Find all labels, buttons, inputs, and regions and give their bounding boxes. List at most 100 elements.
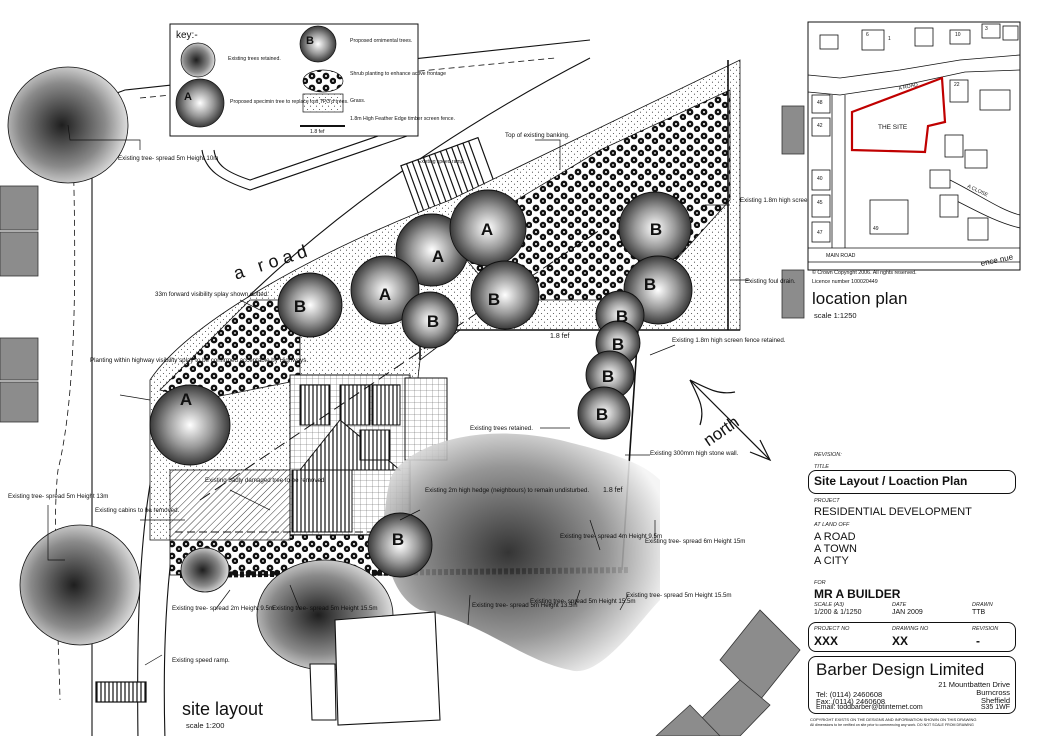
site-layout-scale: scale 1:200 (186, 721, 224, 730)
company-name: Barber Design Limited (816, 660, 985, 679)
house-number: 48 (817, 100, 823, 106)
note: Top of existing banking. (505, 132, 570, 139)
tree-letter: B (602, 367, 614, 386)
key-title: key:- (176, 30, 198, 41)
project-no-value: XXX (814, 634, 839, 648)
copyright-line: COPYRIGHT EXISTS ON THE DESIGNS AND INFO… (810, 717, 977, 722)
house-number: 1 (888, 36, 891, 42)
project-label: PROJECT (814, 498, 840, 504)
fef-label: 1.8 fef (603, 487, 623, 494)
visibility-splay (199, 229, 601, 501)
scale-value: 1/200 & 1/1250 (814, 609, 862, 616)
key-symbols (175, 25, 345, 128)
address-line: A CITY (814, 555, 849, 567)
neighbour-buildings-se (655, 609, 801, 736)
street-name: MAIN ROAD (826, 253, 856, 259)
house-number: 3 (985, 26, 988, 32)
key-item-text: Proposed ornimental trees. (350, 38, 412, 44)
street-name: A ROAD (898, 82, 919, 92)
location-licence: Licence number 100020449 (812, 279, 878, 285)
company-tel: Tel: (0114) 2460608 (816, 690, 883, 699)
key-letters: A B (184, 35, 314, 103)
tree-letter: B (616, 307, 628, 326)
company-town: Burncross (976, 688, 1010, 697)
note: Existing foul drain. (745, 278, 796, 285)
note: Existing 1.8m high screen fence retained… (672, 337, 786, 344)
for-label: FOR (814, 580, 826, 586)
location-plan-scale: scale 1:1250 (814, 311, 857, 320)
note: Existing tree- spread 6m Height 15m (645, 538, 745, 545)
note: 33m forward visibility splay shown dotte… (155, 291, 269, 298)
note: Existing cabins to be removed. (95, 507, 180, 514)
drawing-no-label: DRAWING NO (892, 626, 929, 632)
address-line: A ROAD (814, 531, 856, 543)
tree-letter: B (392, 530, 404, 549)
project-name: RESIDENTIAL DEVELOPMENT (814, 506, 972, 518)
title-label: TITLE (814, 464, 829, 470)
house-number: 22 (954, 82, 960, 88)
key-item-text: 1.8m High Feather Edge timber screen fen… (350, 116, 455, 122)
revision-label: REVISION: (814, 452, 842, 458)
key-letter: A (184, 91, 192, 103)
tree-letter: B (596, 405, 608, 424)
company-city: Sheffield (980, 696, 1010, 705)
note: Existing tree- spread 5m Height 15.5m (626, 592, 732, 599)
tree-letter: B (488, 290, 500, 309)
note: Existing tree- spread 4m Height 9.5m (560, 533, 662, 540)
key-item-text: Shrub planting to enhance active frontag… (350, 71, 446, 77)
key-item-text: Grass. (350, 98, 365, 104)
company-postcode: S35 1WF (980, 704, 1010, 711)
tree-letter: B (644, 275, 656, 294)
copyright-line: All dimensions to be verified on site pr… (810, 723, 974, 727)
client-name: MR A BUILDER (814, 587, 901, 601)
tree-letter: A (432, 247, 444, 266)
note: Existing tree- spread 5m Height 15.5m (272, 605, 378, 612)
address-line: A TOWN (814, 543, 857, 555)
house-number: 6 (866, 32, 869, 38)
drawing-title: Site Layout / Loaction Plan (814, 474, 968, 488)
title-panel (808, 470, 1016, 494)
key-text: Existing trees retained. Proposed specim… (228, 38, 455, 135)
drawn-value: TTB (972, 609, 986, 616)
tree-letter: B (650, 220, 662, 239)
proposed-trees (149, 189, 693, 578)
neighbour-hedge-area (384, 433, 660, 672)
note: Existing tree- spread 5m Height 10m (118, 155, 218, 162)
house-number: 45 (817, 200, 823, 206)
scale-label: SCALE (A3) (814, 602, 844, 608)
annotation-notes: Existing tree- spread 5m Height 10m Exis… (8, 132, 854, 664)
numbers-panel (808, 622, 1016, 652)
tree-letter: A (180, 390, 192, 409)
north-arrow (689, 379, 772, 462)
house-number: 47 (817, 230, 823, 236)
site-layout-title: site layout (182, 699, 263, 719)
house-number: 40 (817, 176, 823, 182)
note: Existing speed ramp. (172, 657, 230, 664)
note: Existing tree- spread 5m Height 13.5m (472, 602, 578, 609)
neighbour-buildings (0, 105, 805, 423)
note: Planting within highway visibility splay… (90, 357, 308, 364)
drawn-label: DRAWN (972, 602, 993, 608)
location-map (807, 23, 1021, 263)
company-fax: Fax: (0114) 2460608 (816, 697, 886, 706)
north-label: north (700, 412, 743, 450)
tree-letter: B (294, 297, 306, 316)
date-label: DATE (892, 602, 907, 608)
project-no-label: PROJECT NO (814, 626, 850, 632)
note: Existing badly damaged tree to be remove… (205, 477, 325, 484)
key-fence-label: 1.8 fef (310, 129, 325, 135)
drawing-no-value: XX (892, 634, 909, 648)
fef-label: 1.8 fef (550, 333, 570, 340)
note: Existing tree- spread 2m Height 9.5m (172, 605, 274, 612)
revision-col-label: REVISION (972, 626, 999, 632)
location-plan-title: location plan (812, 289, 907, 308)
neighbour-house-outline (309, 611, 441, 726)
tree-letter: B (612, 335, 624, 354)
note: Existing 300mm high stone wall. (650, 450, 739, 457)
company-address: 21 Mountbatten Drive (938, 680, 1010, 689)
tree-letter: A (481, 220, 493, 239)
site-boundary-red (850, 76, 947, 154)
note: Existing tree- spread 5m Height 15.5m (530, 598, 636, 605)
company-email: Email: toddbarber@btinternet.com (816, 704, 923, 711)
